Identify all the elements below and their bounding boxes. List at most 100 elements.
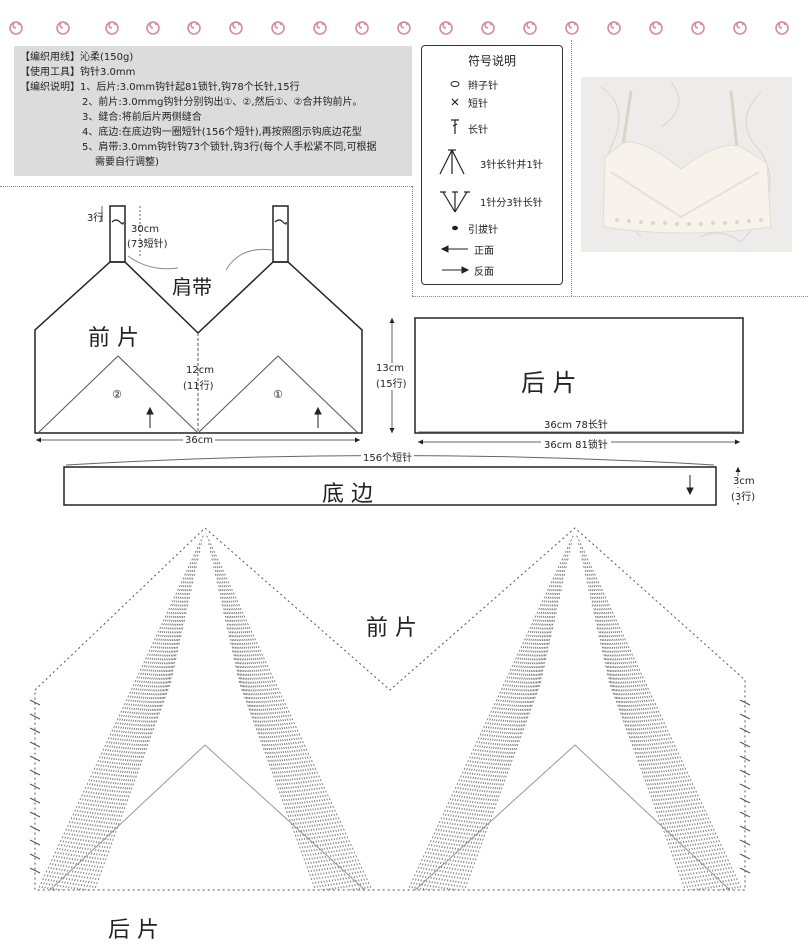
left-strap: [109, 205, 126, 263]
stitch-row-line: [58, 589, 192, 891]
chart-front-label: 前 片: [366, 616, 417, 641]
stitch-row-line: [73, 627, 184, 891]
legend-symbols: [439, 81, 470, 274]
stitch-row-line: [236, 673, 319, 891]
stitch-row-line: [577, 543, 740, 891]
hem-label: 底 边: [322, 482, 373, 507]
stitch-row-line: [579, 550, 737, 891]
stitch-row-line: [207, 543, 370, 891]
yarn-text: 【编织用线】沁柔(150g): [20, 52, 134, 63]
back-width-dc-label: 36cm 78长针: [541, 416, 611, 431]
stitch-row-line: [49, 566, 197, 891]
stitch-row-line: [739, 825, 751, 832]
stitch-row-line: [583, 566, 731, 891]
back-piece-outline: [414, 317, 744, 434]
stitch-row-line: [76, 634, 182, 891]
stitch-row-line: [739, 839, 751, 846]
stitch-row-line: [739, 867, 751, 874]
center-height-label: 12cm: [186, 365, 214, 376]
stitch-row-line: [449, 642, 550, 891]
instructions-panel: 【编织用线】沁柔(150g) 【使用工具】钩针3.0mm 【编织说明】1、后片:…: [14, 46, 412, 176]
stitch-row-line: [739, 741, 751, 748]
stitch-row-line: [70, 619, 186, 891]
stitch-row-line: [214, 573, 358, 891]
stitch-row-line: [209, 550, 367, 891]
stitch-row-line: [235, 665, 322, 891]
stitch-row-line: [40, 543, 203, 891]
stitch-row-line: [594, 619, 710, 891]
stitch-row-line: [231, 650, 328, 891]
stitch-row-line: [434, 604, 559, 891]
stitch-row-line: [219, 596, 349, 891]
stitch-row-line: [82, 650, 179, 891]
dc3tog-symbol-icon: [439, 149, 465, 175]
stitch-row-line: [458, 665, 545, 891]
stitch-row-line: [410, 543, 573, 891]
stitch-row-line: [91, 673, 174, 891]
stitch-row-line: [29, 727, 41, 734]
stitch-row-line: [88, 665, 175, 891]
stitch-row-line: [608, 680, 686, 891]
step-1: 【编织说明】1、后片:3.0mm钩针起81锁针,钩78个长针,15行: [20, 82, 300, 93]
stitch-row-line: [443, 627, 554, 891]
hem-count-label: 156个短针: [361, 449, 415, 464]
step-3: 3、缝合:将前后片两侧缝合: [82, 112, 202, 123]
stitch-row-line: [739, 769, 751, 776]
stitch-row-line: [446, 634, 552, 891]
stitch-row-line: [739, 811, 751, 818]
stitch-row-line: [739, 727, 751, 734]
legend-dc3tog: 3针长针并1针: [480, 160, 543, 171]
symbol-legend: 符号说明 辫子针 短针 长针 3针长针并1针 1针分3针长针 引拔针 正面 反面: [421, 45, 563, 285]
stitch-row-line: [29, 769, 41, 776]
stitch-row-line: [464, 680, 542, 891]
stitch-row-line: [603, 657, 695, 891]
stitch-row-line: [739, 699, 751, 706]
single-crochet-symbol-icon: [451, 98, 459, 106]
stitch-row-line: [29, 755, 41, 762]
stitch-row-line: [29, 699, 41, 706]
stitch-row-line: [598, 634, 704, 891]
stitch-row-line: [452, 650, 549, 891]
stitch-row-line: [431, 596, 561, 891]
legend-sc: 短针: [468, 99, 488, 110]
back-rows-label: (15行): [376, 375, 407, 390]
stitch-row-line: [223, 611, 343, 891]
stitch-row-line: [230, 642, 331, 891]
stitch-row-line: [218, 589, 352, 891]
back-height-label: 13cm: [376, 363, 404, 374]
stitch-row-line: [67, 611, 187, 891]
piece-1-label: ①: [273, 388, 283, 401]
slip-stitch-symbol-icon: [452, 225, 458, 231]
stitch-row-line: [739, 853, 751, 860]
stitch-row-line: [586, 581, 725, 891]
dc3inc-symbol-icon: [440, 191, 470, 213]
legend-wrong-side: 反面: [474, 267, 494, 278]
stitch-row-line: [55, 581, 194, 891]
wrong-side-arrow-icon: [442, 266, 470, 274]
stitch-row-line: [29, 825, 41, 832]
stitch-row-line: [588, 589, 722, 891]
stitch-row-line: [213, 566, 361, 891]
stitch-row-line: [228, 634, 334, 891]
stitch-row-line: [224, 619, 340, 891]
legend-right-side: 正面: [474, 246, 494, 257]
stitch-row-line: [601, 650, 698, 891]
stitch-row-line: [593, 611, 713, 891]
back-width-chain-label: 36cm 81锁针: [541, 436, 611, 451]
stitch-row-line: [581, 558, 734, 891]
legend-slip: 引拔针: [468, 225, 498, 236]
legend-dc: 长针: [468, 125, 488, 136]
step-2: 2、前片:3.0mmg钩针分别钩出①、②,然后①、②合并钩前片。: [82, 97, 363, 108]
hem-rows-label: (3行): [731, 488, 756, 503]
stitch-row-line: [206, 535, 373, 891]
stitch-row-line: [37, 535, 204, 891]
double-crochet-symbol-icon: [451, 119, 459, 134]
stitch-row-line: [61, 596, 191, 891]
stitch-row-line: [440, 619, 556, 891]
front-piece-label: 前 片: [88, 326, 139, 351]
chart-inner-triangle: [49, 744, 366, 891]
stitch-row-line: [591, 604, 716, 891]
stitch-row-line: [29, 867, 41, 874]
stitch-row-line: [29, 713, 41, 720]
stitch-chart: [29, 527, 751, 891]
